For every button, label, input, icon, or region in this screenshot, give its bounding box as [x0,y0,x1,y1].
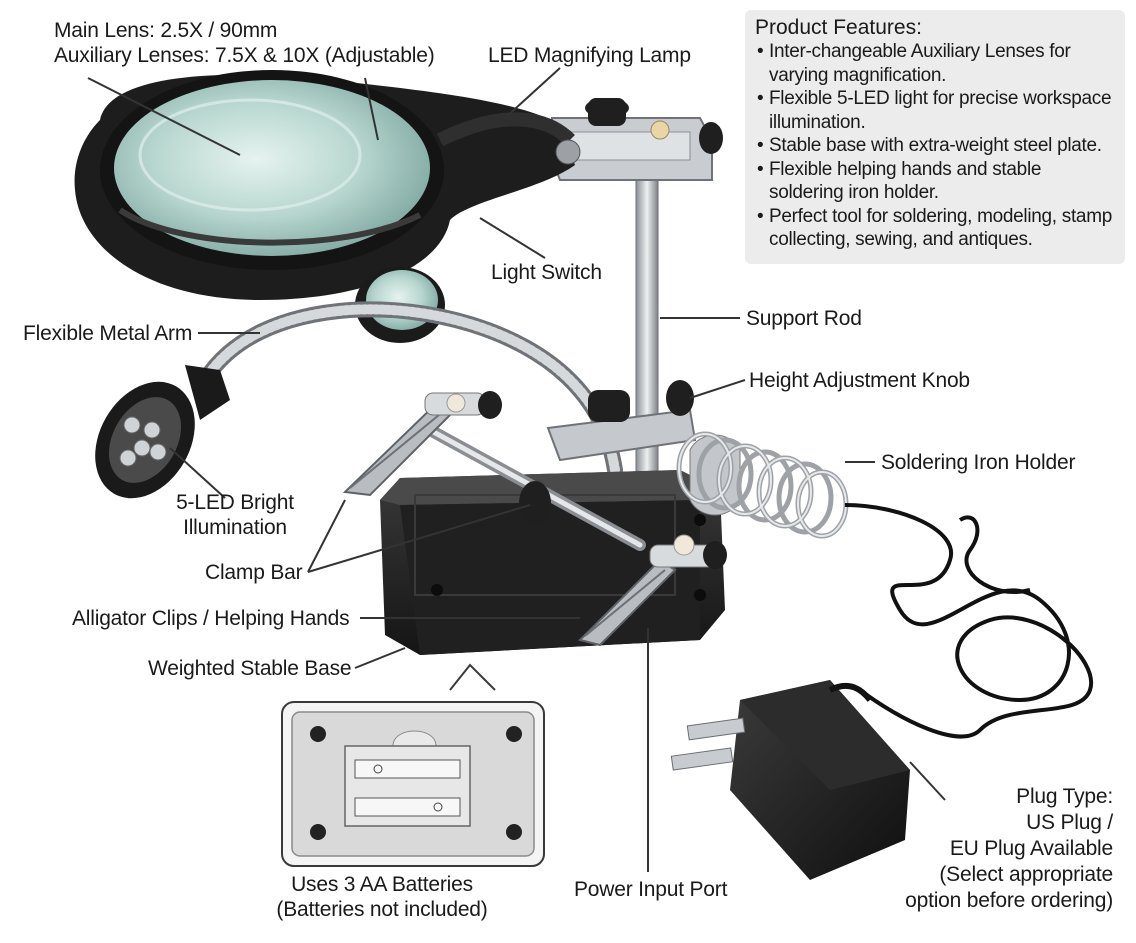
alligator-clips-label: Alligator Clips / Helping Hands [72,607,350,630]
batteries-label-1: Uses 3 AA Batteries [291,873,473,896]
power-port-label: Power Input Port [574,878,728,901]
feature-item: Flexible helping hands and stable solder… [755,158,1115,205]
feature-item: Stable base with extra-weight steel plat… [755,134,1115,158]
led-illumination-label-1: 5-LED Bright [176,491,294,514]
flexible-arm-label: Flexible Metal Arm [23,322,193,345]
battery-inset [281,663,545,867]
magnifier-head [74,70,581,301]
top-bracket [551,98,723,181]
leader-weighted-base [354,647,406,669]
plug-label-1: Plug Type: [1016,785,1113,808]
leader-lines [87,67,946,872]
light-switch-label: Light Switch [491,261,602,284]
main-lens-label: Main Lens: 2.5X / 90mm [54,19,278,42]
leader-aux-lens [364,77,379,141]
support-rod-label: Support Rod [746,307,862,330]
plug-label-5: option before ordering) [905,889,1113,912]
power-cable [844,503,1094,739]
leader-led-illumination [169,447,226,499]
leader-height-knob [689,379,746,399]
features-title: Product Features: [755,16,922,39]
feature-item: Inter-changeable Auxiliary Lenses for va… [755,40,1115,87]
led-light-head [95,365,230,499]
led-lamp-label: LED Magnifying Lamp [488,44,691,67]
clamp-bar-label: Clamp Bar [205,561,303,584]
product-features-panel: Product Features: Inter-changeable Auxil… [745,10,1125,264]
leader-clamp-bar-1 [307,499,346,573]
plug-label-3: EU Plug Available [949,837,1113,860]
plug-label-2: US Plug / [1026,811,1113,834]
batteries-label-2: (Batteries not included) [276,898,488,921]
mid-bracket [546,380,697,462]
clamp-bar [424,424,646,551]
leader-clamp-bar-2 [307,504,531,573]
led-illumination-label-2: Illumination [183,516,287,539]
leader-main-lens [87,77,241,156]
feature-item: Perfect tool for soldering, modeling, st… [755,205,1115,252]
leader-plug [909,761,946,801]
soldering-holder-label: Soldering Iron Holder [881,451,1076,474]
weighted-base-label: Weighted Stable Base [148,657,352,680]
plug-label-4: (Select appropriate [939,863,1113,886]
alligator-clip-left [342,391,502,497]
height-knob-icon [666,380,694,416]
alligator-clip-right [578,534,727,647]
soldering-iron-holder [676,431,849,539]
feature-item: Flexible 5-LED light for precise workspa… [755,87,1115,134]
features-list: Inter-changeable Auxiliary Lenses for va… [755,40,1115,252]
aux-lenses-label: Auxiliary Lenses: 7.5X & 10X (Adjustable… [54,44,435,67]
power-plug [670,680,910,880]
leader-light-switch [479,217,546,259]
height-knob-label: Height Adjustment Knob [749,369,970,392]
leader-led-lamp [504,67,561,119]
